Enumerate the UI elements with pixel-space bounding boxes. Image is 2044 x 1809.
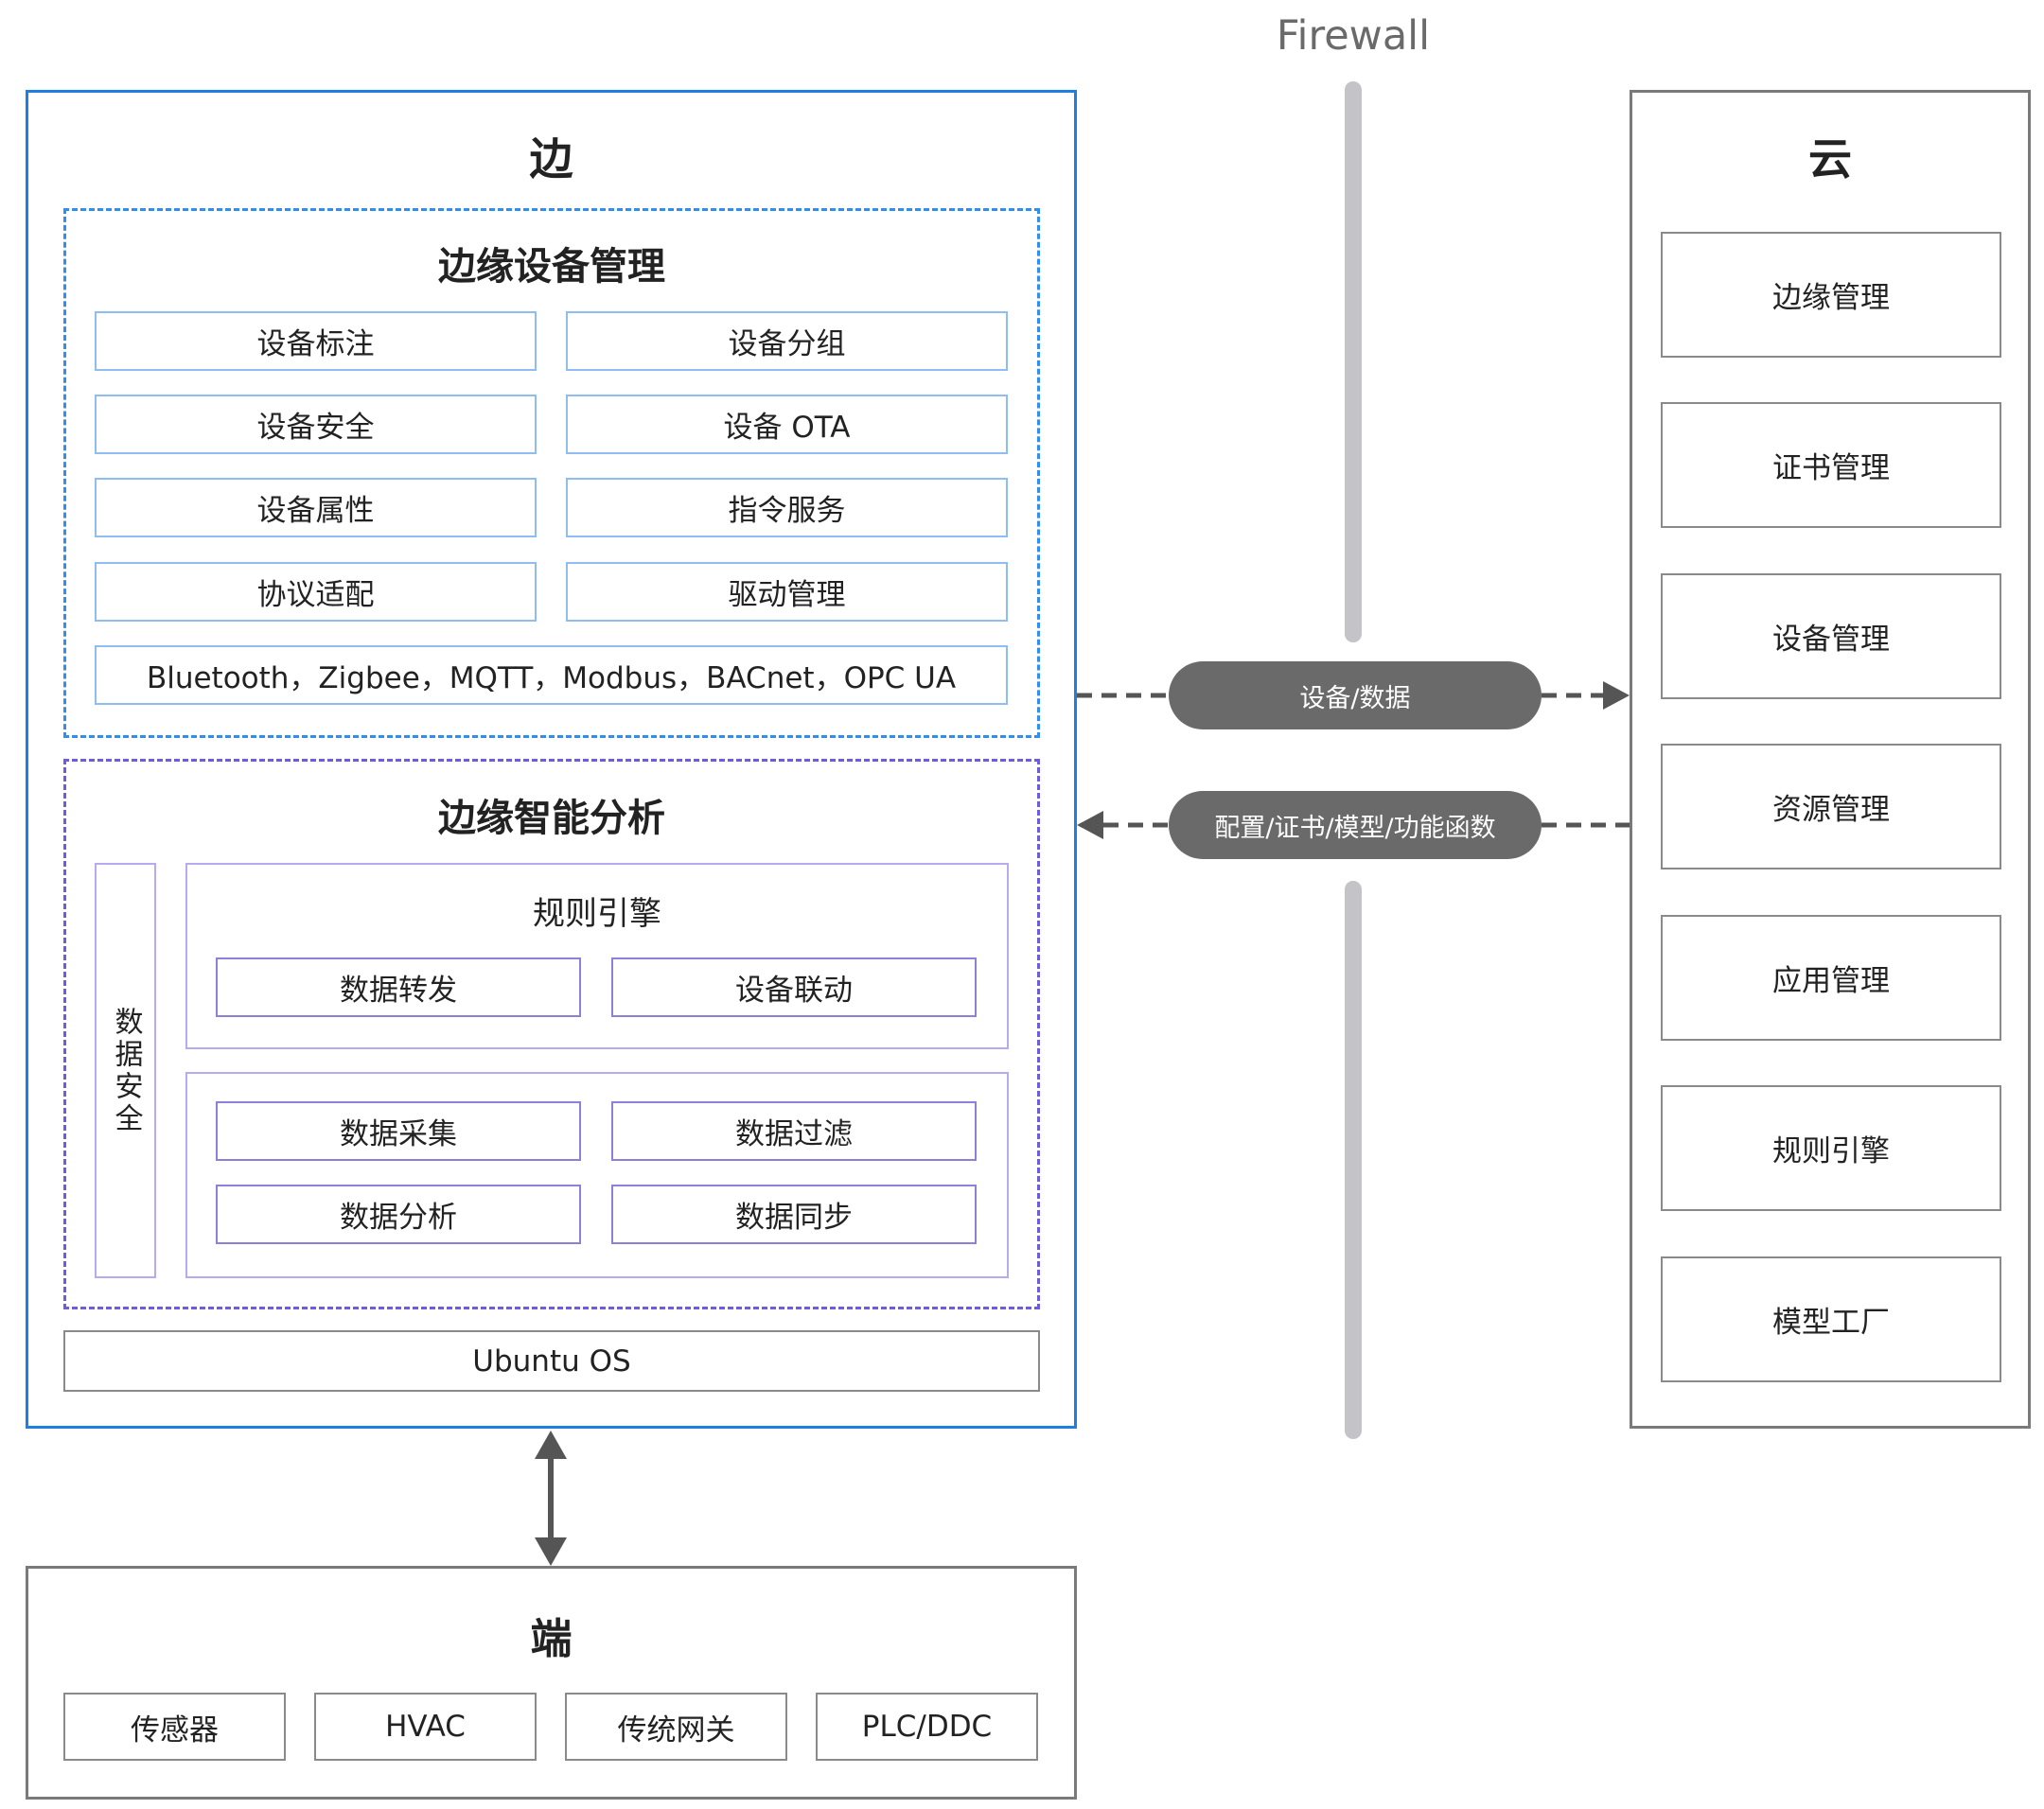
- cloud-resource-management-box: 资源管理: [1661, 744, 2001, 869]
- edge-title: 边: [529, 133, 573, 184]
- driver-management-box: 驱动管理: [566, 562, 1008, 622]
- edge-panel: [26, 90, 1077, 1429]
- cloud-to-edge-arrowhead: [1077, 811, 1103, 839]
- edge-intelligent-analysis-panel: [63, 759, 1040, 1309]
- device-linkage-box: 设备联动: [611, 957, 977, 1017]
- cloud-panel: [1630, 90, 2031, 1429]
- device-properties-box: 设备属性: [95, 478, 537, 537]
- protocol-adaptation-box: 协议适配: [95, 562, 537, 622]
- cloud-device-management-box: 设备管理: [1661, 573, 2001, 699]
- cloud-model-factory-box: 模型工厂: [1661, 1256, 2001, 1382]
- plc-ddc-box: PLC/DDC: [816, 1693, 1038, 1761]
- edge-terminal-arrowhead-down: [535, 1537, 567, 1566]
- cloud-edge-management-box: 边缘管理: [1661, 232, 2001, 358]
- data-processing-group: [185, 1072, 1009, 1278]
- data-sync-box: 数据同步: [611, 1185, 977, 1244]
- terminal-title: 端: [530, 1615, 573, 1663]
- legacy-gateway-box: 传统网关: [565, 1693, 787, 1761]
- data-forwarding-box: 数据转发: [216, 957, 581, 1017]
- rules-engine-group: [185, 863, 1009, 1049]
- data-analysis-box: 数据分析: [216, 1185, 581, 1244]
- protocols-box: Bluetooth，Zigbee，MQTT，Modbus，BACnet，OPC …: [95, 645, 1008, 705]
- ubuntu-os-box: Ubuntu OS: [63, 1330, 1040, 1392]
- cloud-certificate-management-box: 证书管理: [1661, 402, 2001, 528]
- firewall-label: Firewall: [1276, 11, 1431, 60]
- command-service-box: 指令服务: [566, 478, 1008, 537]
- edge-intelligent-analysis-title: 边缘智能分析: [438, 797, 665, 840]
- sensor-box: 传感器: [63, 1693, 286, 1761]
- cloud-title: 云: [1808, 133, 1852, 184]
- edge-device-management-panel: [63, 208, 1040, 738]
- terminal-panel: [26, 1566, 1077, 1800]
- data-filtering-box: 数据过滤: [611, 1101, 977, 1161]
- rules-engine-title: 规则引擎: [533, 894, 661, 933]
- edge-to-cloud-arrowhead: [1603, 681, 1630, 710]
- cloud-to-edge-label: 配置/证书/模型/功能函数: [1169, 791, 1542, 859]
- device-grouping-box: 设备分组: [566, 311, 1008, 371]
- hvac-box: HVAC: [314, 1693, 537, 1761]
- device-security-box: 设备安全: [95, 395, 537, 454]
- device-tagging-box: 设备标注: [95, 311, 537, 371]
- cloud-rules-engine-box: 规则引擎: [1661, 1085, 2001, 1211]
- cloud-application-management-box: 应用管理: [1661, 915, 2001, 1041]
- data-collection-box: 数据采集: [216, 1101, 581, 1161]
- edge-terminal-arrowhead-up: [535, 1431, 567, 1459]
- device-ota-box: 设备 OTA: [566, 395, 1008, 454]
- edge-device-management-title: 边缘设备管理: [438, 245, 665, 289]
- edge-to-cloud-label: 设备/数据: [1169, 661, 1542, 729]
- data-security-box: 数据安全: [95, 863, 156, 1278]
